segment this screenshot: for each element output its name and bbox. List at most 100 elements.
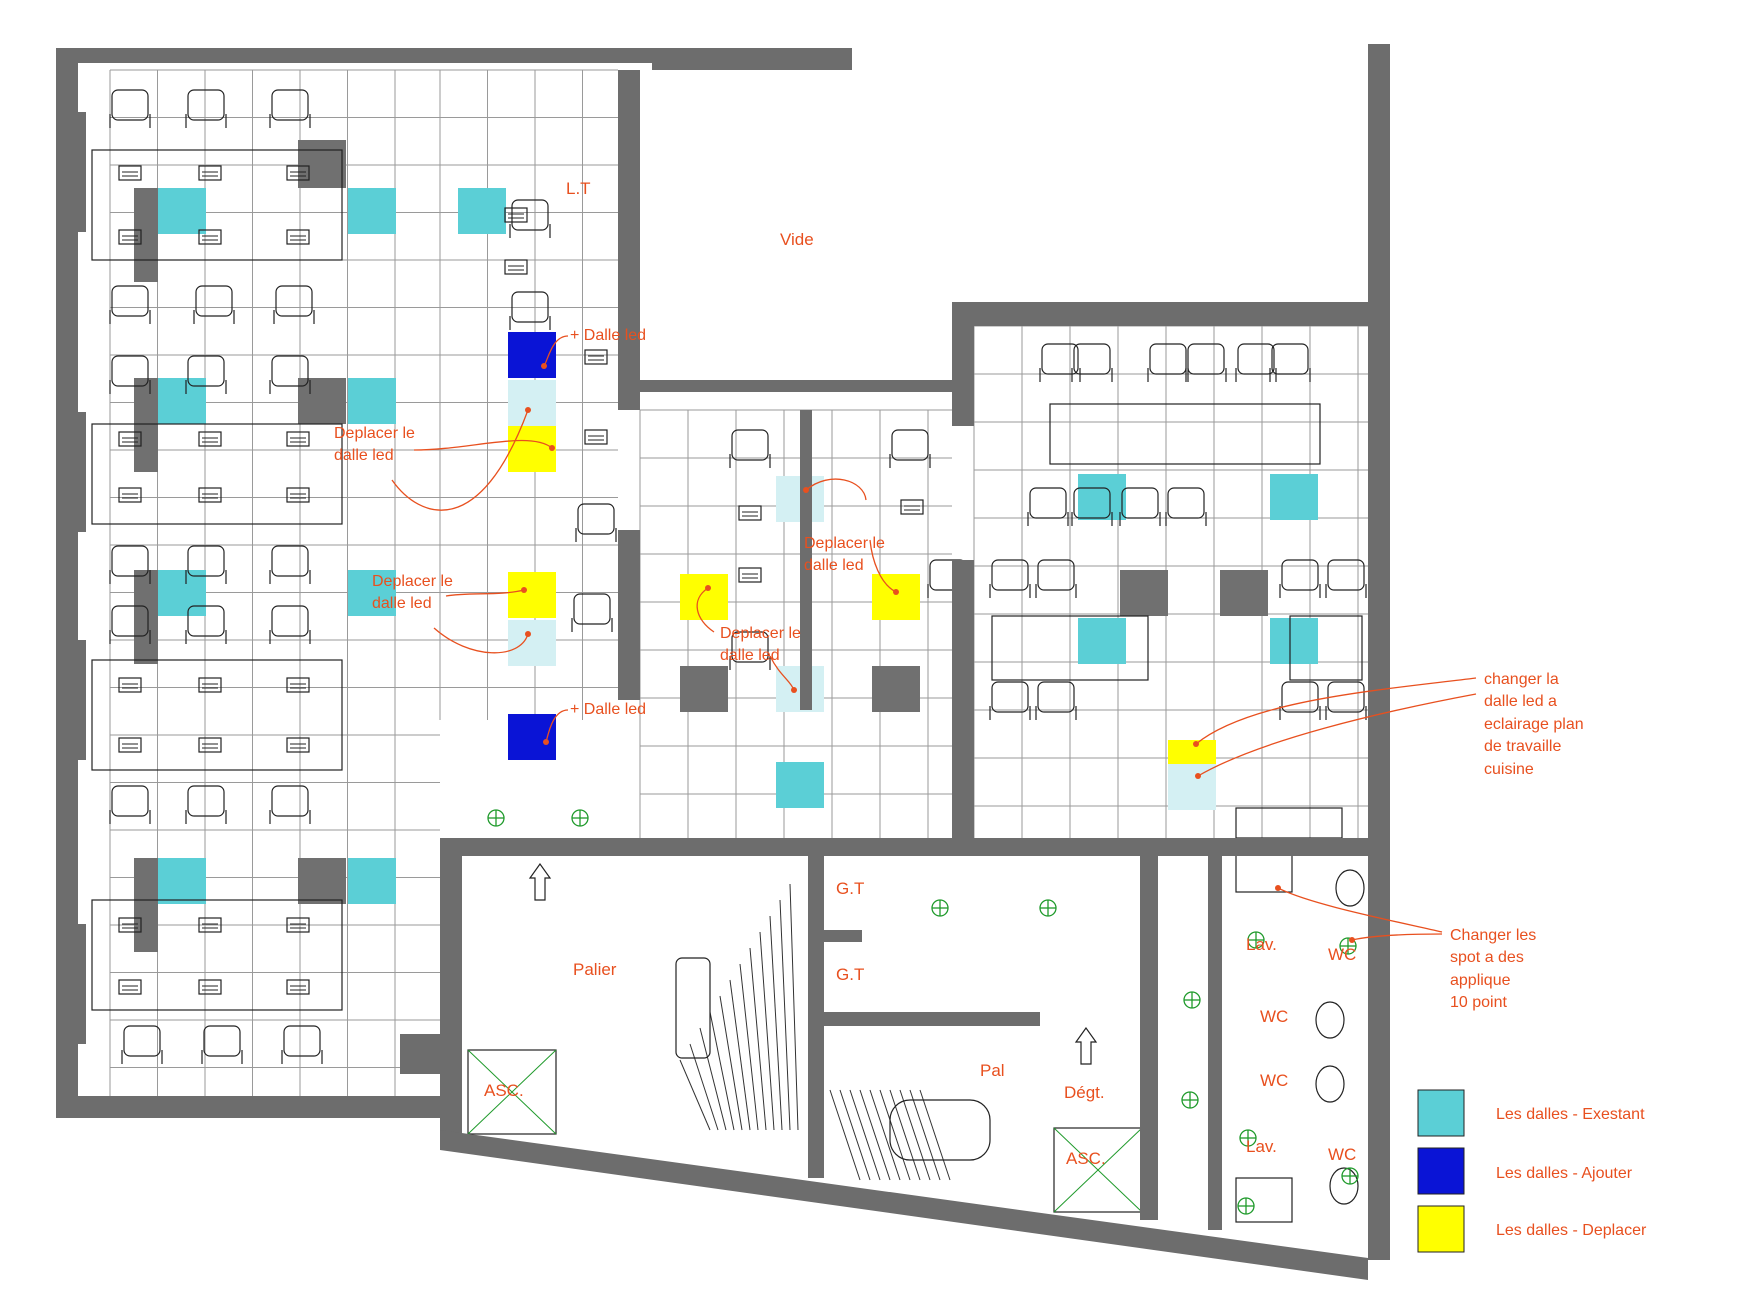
computer-icon — [198, 737, 222, 753]
computer-icon — [286, 979, 310, 995]
chair-icon — [989, 681, 1031, 720]
light-spot-icon — [1247, 931, 1265, 949]
chair-icon — [1279, 559, 1321, 598]
room-label-vide: Vide — [780, 230, 814, 249]
ceiling-tiles — [134, 140, 1318, 952]
computer-icon — [198, 165, 222, 181]
leader-move-2-b — [433, 627, 529, 654]
wall-landing-north — [824, 1012, 1040, 1026]
chair-icon — [1071, 343, 1113, 382]
wall-kitchen-north — [952, 302, 1390, 426]
light-spot-icon — [1239, 1129, 1257, 1147]
room-label-wc-2: WC — [1260, 1007, 1288, 1026]
note-kitchen-line-3: eclairage plan — [1484, 716, 1584, 733]
computer-icon — [286, 431, 310, 447]
chair-icon — [1235, 343, 1277, 382]
chair-icon — [269, 355, 311, 394]
note-move-1-line-1: Deplacer le — [334, 425, 415, 442]
ceiling-tile-move — [508, 426, 556, 472]
computer-icon — [198, 229, 222, 245]
counter-icon — [1235, 807, 1343, 839]
computer-icon — [286, 229, 310, 245]
computer-icon — [286, 677, 310, 693]
toilet-icon — [1335, 869, 1365, 907]
chair-icon — [1185, 343, 1227, 382]
leader-spots-a-dot — [1275, 885, 1281, 891]
ceiling-tile-existing — [348, 188, 396, 234]
leader-move-4-a-dot — [803, 487, 809, 493]
wall-mid-south — [440, 838, 1368, 856]
leader-kitchen-b — [1197, 693, 1477, 777]
ceiling-tile-moved-from — [1168, 764, 1216, 810]
ceiling-tile-moved-from — [508, 380, 556, 426]
wall-gt-divider — [824, 930, 862, 942]
wall-office-divider — [800, 410, 812, 710]
leader-move-2-a-dot — [521, 587, 527, 593]
ceiling-tile-dark-tile — [134, 378, 158, 472]
ceiling-tile-dark-tile — [134, 188, 158, 282]
leader-move-2-a — [445, 589, 525, 597]
elevator-icon — [1053, 1127, 1143, 1213]
computer-icon — [198, 979, 222, 995]
wall-inner-partition-left — [618, 70, 640, 410]
computer-icon — [118, 917, 142, 933]
leader-spots-b-dot — [1349, 937, 1355, 943]
computer-icon — [118, 677, 142, 693]
room-label-asc-1: ASC. — [484, 1081, 524, 1100]
computer-icon — [118, 165, 142, 181]
table-icon — [991, 615, 1149, 681]
chair-icon — [1035, 681, 1077, 720]
note-move-3-line-1: Deplacer le — [720, 625, 801, 642]
note-spots-line-3: applique — [1450, 972, 1511, 989]
desk-icon — [91, 659, 343, 771]
chair-icon — [109, 785, 151, 824]
ceiling-tile-existing — [1078, 618, 1126, 664]
wall-east — [1368, 326, 1390, 1260]
leader-add-2-dot — [543, 739, 549, 745]
room-label-lt: L.T — [566, 179, 591, 198]
leader-kitchen-b-dot — [1195, 773, 1201, 779]
note-kitchen-line-2: dalle led a — [1484, 693, 1557, 710]
chair-icon — [1325, 681, 1367, 720]
ceiling-tile-existing — [1270, 474, 1318, 520]
room-label-wc-4: WC — [1328, 1145, 1356, 1164]
note-spots-line-2: spot a des — [1450, 949, 1524, 966]
computer-icon — [118, 737, 142, 753]
desk-icon — [91, 899, 343, 1011]
furniture — [91, 89, 1367, 1223]
desk-icon — [91, 149, 343, 261]
note-move-1-line-2: dalle led — [334, 447, 394, 464]
note-move-4-line-1: Deplacer le — [804, 535, 885, 552]
note-spots-line-1: Changer les — [1450, 927, 1536, 944]
room-label-wc-3: WC — [1260, 1071, 1288, 1090]
chair-icon — [193, 285, 235, 324]
chair-icon — [1325, 559, 1367, 598]
ceiling-tile-existing — [1078, 474, 1126, 520]
annotations: + Dalle led + Dalle led Deplacer le dall… — [334, 327, 1584, 1011]
chair-icon — [185, 89, 227, 128]
chair-icon — [269, 545, 311, 584]
stair-icon — [829, 1089, 991, 1181]
legend-label-existing: Les dalles - Exestant — [1496, 1106, 1645, 1123]
legend-label-move: Les dalles - Deplacer — [1496, 1222, 1647, 1239]
note-add-led-1: + Dalle led — [570, 327, 646, 344]
light-spot-icon — [931, 899, 949, 917]
note-change-spots: Changer les spot a des applique 10 point — [1450, 927, 1541, 1011]
chair-icon — [269, 605, 311, 644]
wall-outer-east-tower — [1368, 44, 1390, 302]
light-spot-icon — [1341, 1167, 1359, 1185]
ceiling-tile-existing — [1270, 618, 1318, 664]
wall-meeting-west — [618, 530, 640, 700]
ceiling-tile-existing — [158, 858, 206, 904]
ceiling-tile-existing — [348, 570, 396, 616]
ceiling-tile-move — [872, 574, 920, 620]
sink-icon — [1235, 1177, 1293, 1223]
leader-move-1-a — [413, 439, 553, 451]
ceiling-tile-dark-tile — [298, 378, 346, 424]
chair-icon — [201, 1025, 243, 1064]
window-bay-4 — [56, 924, 86, 1044]
note-move-led-4: Deplacer le dalle led — [804, 535, 889, 574]
chair-icon — [571, 593, 613, 632]
wall-stairs-west — [440, 838, 462, 1148]
light-spot-icon — [1237, 1197, 1255, 1215]
